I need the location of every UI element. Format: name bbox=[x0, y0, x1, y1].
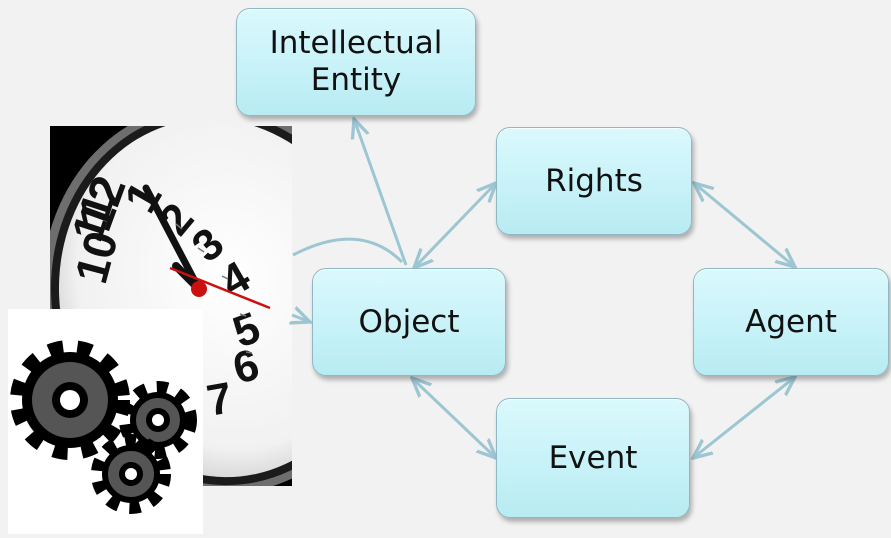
event-node: Event bbox=[496, 398, 690, 518]
agent-node: Agent bbox=[693, 268, 889, 376]
intellectual-entity-label-line1: Intellectual bbox=[269, 25, 443, 61]
intellectual-entity-node: Intellectual Entity bbox=[236, 8, 476, 116]
connector-object-intellectual-entity bbox=[354, 119, 408, 266]
connector-clock-object bbox=[292, 237, 404, 264]
event-label: Event bbox=[548, 439, 638, 476]
gears-icon bbox=[10, 340, 197, 514]
object-label: Object bbox=[358, 303, 460, 340]
gears-image bbox=[8, 309, 203, 534]
object-node: Object bbox=[312, 268, 506, 376]
intellectual-entity-label-line2: Entity bbox=[310, 62, 402, 98]
rights-node: Rights bbox=[496, 127, 692, 235]
agent-label: Agent bbox=[745, 303, 837, 340]
connector-rights-agent bbox=[694, 183, 795, 267]
connector-event-agent bbox=[693, 377, 795, 458]
rights-label: Rights bbox=[545, 162, 643, 199]
connector-object-event bbox=[412, 378, 496, 458]
connector-gears-object bbox=[292, 315, 310, 322]
connector-object-rights bbox=[414, 183, 496, 268]
